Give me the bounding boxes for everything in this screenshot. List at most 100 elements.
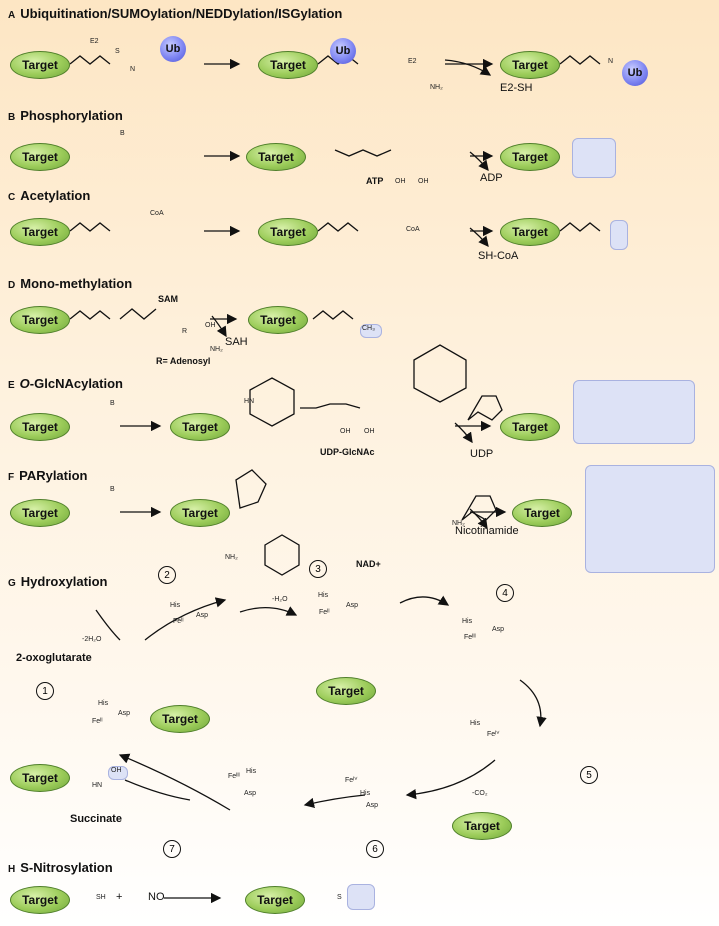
label-e2-b: E2 — [408, 58, 417, 65]
label-fe-1: Feᴵᴵ — [92, 718, 103, 725]
target-b2: Target — [246, 143, 306, 171]
target-a3: Target — [500, 51, 560, 79]
target-c2: Target — [258, 218, 318, 246]
label-sh-coa: SH-CoA — [478, 250, 519, 262]
label-coa-b: CoA — [406, 226, 420, 233]
glcnac-highlight — [573, 380, 695, 444]
target-c1: Target — [10, 218, 70, 246]
label-udp-glcnac: UDP-GlcNAc — [320, 447, 375, 457]
label-plus: + — [116, 891, 123, 903]
label-nicotinamide: Nicotinamide — [455, 525, 519, 537]
label-s-h: S — [337, 894, 342, 901]
target-d2: Target — [248, 306, 308, 334]
label-oh-b2: OH — [418, 178, 429, 185]
label-udp: UDP — [470, 448, 494, 460]
label-his-1: His — [98, 700, 109, 707]
target-e1: Target — [10, 413, 70, 441]
label-atp: ATP — [366, 176, 384, 186]
label-oh-d: OH — [205, 322, 216, 329]
label-succinate: Succinate — [70, 813, 122, 825]
label-nad: NAD+ — [356, 559, 381, 569]
label-adp: ADP — [480, 172, 503, 184]
label-fe-3: Feᴵᴵ — [319, 609, 330, 616]
step-5-marker: 5 — [580, 766, 598, 784]
label-fe-6: Feᴵⱽ — [345, 777, 358, 784]
target-f3: Target — [512, 499, 572, 527]
label-e2: E2 — [90, 38, 99, 45]
ub-a3: Ub — [622, 60, 648, 86]
label-his-7: His — [246, 768, 257, 775]
label-s: S — [115, 48, 120, 55]
target-g-top: Target — [316, 677, 376, 705]
step-7-marker: 7 — [163, 840, 181, 858]
target-a2: Target — [258, 51, 318, 79]
target-e3: Target — [500, 413, 560, 441]
step-4-marker: 4 — [496, 584, 514, 602]
target-a1: Target — [10, 51, 70, 79]
target-g-product: Target — [10, 764, 70, 792]
label-sh-h: SH — [96, 894, 106, 901]
label-nh2-d: NH₂ — [210, 346, 223, 353]
label-ch3: CH₃ — [362, 325, 375, 332]
label-oh-e1: OH — [340, 428, 351, 435]
label-e2-sh: E2-SH — [500, 82, 533, 94]
target-b3: Target — [500, 143, 560, 171]
label-asp-2: Asp — [196, 612, 209, 619]
label-oh-e2: OH — [364, 428, 375, 435]
label-minus-2h2o: -2H₂O — [82, 636, 102, 643]
label-n-a3: N — [608, 58, 614, 65]
step-2-marker: 2 — [158, 566, 176, 584]
ub-a1: Ub — [160, 36, 186, 62]
methyl-highlight — [360, 324, 382, 338]
label-fe-5: Feᴵⱽ — [487, 731, 500, 738]
label-n: N — [130, 66, 136, 73]
hydroxyl-highlight — [108, 766, 128, 780]
phosphate-highlight — [572, 138, 616, 178]
label-r: R — [182, 328, 188, 335]
label-his-6: His — [360, 790, 371, 797]
target-d1: Target — [10, 306, 70, 334]
label-minus-h2o: -H₂O — [272, 596, 288, 603]
label-nh2-b: NH₂ — [430, 84, 443, 91]
label-nh2-f: NH₂ — [225, 554, 238, 561]
target-c3: Target — [500, 218, 560, 246]
label-asp-7: Asp — [244, 790, 257, 797]
target-g-left: Target — [150, 705, 210, 733]
label-oh-product: OH — [111, 767, 122, 774]
label-asp-1: Asp — [118, 710, 131, 717]
label-fe-2: Feᴵᴵ — [173, 618, 184, 625]
target-f2: Target — [170, 499, 230, 527]
target-h2: Target — [245, 886, 305, 914]
acetyl-highlight — [610, 220, 628, 250]
target-f1: Target — [10, 499, 70, 527]
label-2-oxoglutarate: 2-oxoglutarate — [16, 652, 92, 664]
label-fe-4: Feᴵᴵᴵ — [464, 634, 476, 641]
target-h1: Target — [10, 886, 70, 914]
target-b1: Target — [10, 143, 70, 171]
label-hn-g: HN — [92, 782, 103, 789]
step-3-marker: 3 — [309, 560, 327, 578]
label-b-base-f: B — [110, 486, 115, 493]
label-b-base-e: B — [110, 400, 115, 407]
label-sam: SAM — [158, 294, 178, 304]
step-6-marker: 6 — [366, 840, 384, 858]
label-his-3: His — [318, 592, 329, 599]
label-coa: CoA — [150, 210, 164, 217]
label-his-4: His — [462, 618, 473, 625]
step-1-marker: 1 — [36, 682, 54, 700]
label-asp-6: Asp — [366, 802, 379, 809]
label-nh2-f2: NH₂ — [452, 520, 465, 527]
label-his-5: His — [470, 720, 481, 727]
ub-a2: Ub — [330, 38, 356, 64]
label-asp-3: Asp — [346, 602, 359, 609]
label-his-2: His — [170, 602, 181, 609]
label-asp-4: Asp — [492, 626, 505, 633]
